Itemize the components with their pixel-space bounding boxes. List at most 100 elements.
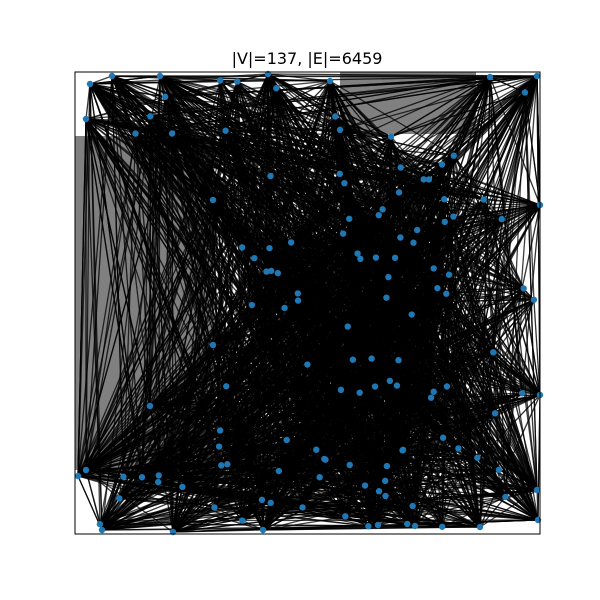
graph-edge (135, 133, 214, 201)
graph-node (495, 466, 503, 474)
graph-node (274, 269, 282, 277)
graph-edge (377, 216, 455, 526)
graph-edge (85, 118, 308, 365)
graph-node (316, 474, 323, 481)
graph-edge (85, 118, 227, 387)
graph-edge (101, 412, 496, 531)
graph-node (336, 170, 343, 178)
graph-edge (111, 75, 377, 259)
graph-edge (172, 469, 500, 533)
graph-edge (85, 118, 220, 447)
graph-node (248, 301, 256, 309)
graph-edge (101, 502, 271, 531)
graph-node (161, 93, 169, 101)
graph-edge (149, 199, 214, 407)
graph-edge (212, 129, 341, 201)
graph-edge (357, 75, 538, 254)
graph-edge (149, 75, 161, 407)
graph-node (427, 394, 435, 401)
graph-node (361, 482, 369, 489)
graph-edge (85, 199, 214, 471)
graph-node (218, 462, 225, 469)
plot-title: |V|=137, |E|=6459 (232, 49, 383, 68)
graph-node (520, 285, 527, 292)
graph-edge (149, 405, 459, 450)
graph-edge (212, 199, 255, 259)
graph-node (96, 520, 104, 528)
graph-edge (149, 394, 540, 407)
graph-edge (523, 288, 538, 491)
graph-node (259, 526, 267, 534)
graph-node (383, 294, 390, 301)
graph-edge (158, 344, 214, 476)
graph-edge (262, 155, 455, 531)
graph-edge (479, 76, 491, 528)
graph-node (346, 461, 353, 469)
graph-edge (85, 469, 243, 522)
graph-edge (422, 179, 538, 491)
graph-edge (171, 75, 538, 135)
graph-edge (85, 129, 341, 471)
graph-node (179, 483, 186, 491)
graph-node (533, 486, 541, 494)
graph-edge (77, 87, 277, 477)
graph-edge (414, 525, 481, 528)
graph-node (445, 271, 453, 278)
graph-node (371, 383, 379, 390)
graph-edge (85, 469, 124, 478)
graph-edge (85, 75, 113, 471)
graph-edge (85, 75, 538, 120)
graph-edge (85, 116, 336, 471)
graph-edge (261, 204, 540, 501)
graph-edge (172, 502, 271, 533)
plot-area (74, 70, 544, 536)
graph-edge (101, 326, 349, 531)
graph-edge (172, 389, 342, 533)
graph-edge (212, 73, 269, 201)
graph-edge (85, 83, 91, 471)
graph-edge (172, 81, 238, 533)
graph-edge (268, 247, 379, 526)
graph-edge (85, 287, 438, 471)
graph-edge (212, 199, 243, 521)
graph-node (304, 361, 311, 368)
graph-node (502, 493, 509, 501)
graph-edge (89, 75, 113, 85)
graph-edge (85, 83, 91, 120)
graph-node (98, 526, 106, 534)
graph-edge (212, 344, 539, 521)
graph-node (372, 254, 380, 261)
graph-edge (226, 75, 538, 465)
graph-edge (347, 204, 540, 328)
graph-edge (524, 92, 538, 491)
graph-node (530, 296, 538, 303)
graph-node (438, 523, 446, 530)
graph-node (215, 443, 223, 450)
graph-node (341, 179, 348, 187)
graph-node (425, 176, 433, 183)
graph-edge (212, 199, 500, 471)
graph-edge (158, 469, 499, 483)
graph-node (209, 196, 217, 204)
graph-node (375, 488, 383, 495)
graph-edge (359, 76, 491, 393)
graph-edge (85, 447, 459, 471)
graph-node (386, 377, 394, 385)
graph-edge (262, 287, 525, 531)
graph-node (344, 323, 351, 330)
graph-edge (85, 457, 478, 471)
graph-node (138, 474, 146, 481)
graph-edge (315, 76, 491, 451)
graph-node (430, 388, 437, 395)
graph-node (498, 215, 505, 223)
graph-node (408, 311, 415, 318)
graph-edge (377, 489, 538, 526)
graph-node (155, 472, 162, 479)
graph-edge (212, 166, 401, 201)
graph-edge (85, 297, 387, 471)
graph-node (441, 218, 449, 226)
graph-node (420, 176, 427, 183)
graph-edge (436, 287, 540, 396)
graph-node (441, 196, 448, 203)
